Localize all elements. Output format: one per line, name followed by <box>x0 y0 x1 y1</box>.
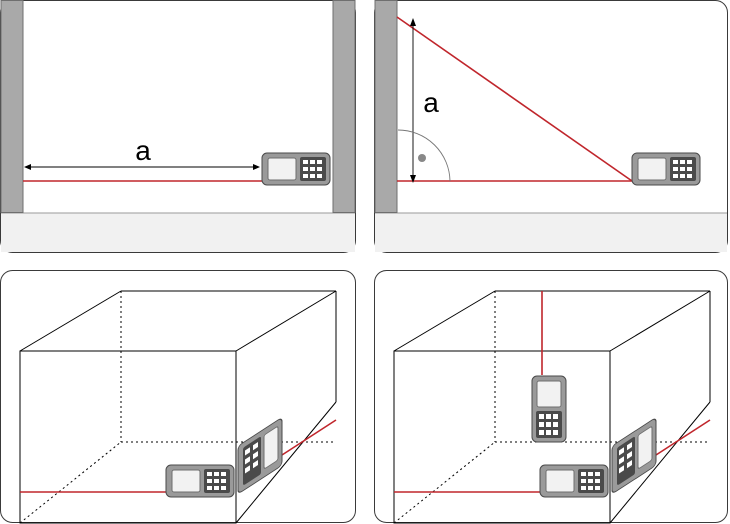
distance-meter-device-side <box>237 418 283 493</box>
arrow-down <box>410 175 416 183</box>
panel-volume-measurement <box>374 270 730 524</box>
distance-meter-device <box>261 152 331 186</box>
floor <box>1 213 355 252</box>
length-label: a <box>135 135 151 166</box>
distance-meter-device-vertical <box>531 375 567 443</box>
right-wall <box>332 0 356 213</box>
left-wall <box>0 0 24 213</box>
panel-area-measurement <box>0 270 362 524</box>
panel-length-measurement: a <box>0 0 362 256</box>
hidden-edges <box>393 291 710 524</box>
height-label: a <box>423 87 439 118</box>
room-box <box>19 290 337 524</box>
room-box <box>393 290 711 524</box>
distance-meter-device <box>539 464 609 498</box>
volume-diagram <box>374 270 728 524</box>
floor <box>375 213 727 252</box>
laser-beam-width <box>655 419 711 456</box>
arrow-right <box>253 164 260 170</box>
right-angle-arc <box>397 129 451 182</box>
arrow-left <box>24 164 31 170</box>
left-wall <box>374 0 398 213</box>
area-diagram <box>0 270 356 524</box>
right-angle-dot <box>418 154 426 162</box>
height-diagram: a <box>374 0 728 253</box>
length-diagram: a <box>0 0 356 253</box>
laser-beam-diagonal <box>396 16 633 182</box>
laser-beam-width <box>281 419 337 456</box>
distance-meter-device-side <box>611 418 657 493</box>
arrow-up <box>410 18 416 26</box>
distance-meter-device <box>165 464 235 498</box>
distance-meter-device <box>631 152 701 186</box>
hidden-edges <box>19 291 336 524</box>
panel-height-measurement: a <box>374 0 730 256</box>
